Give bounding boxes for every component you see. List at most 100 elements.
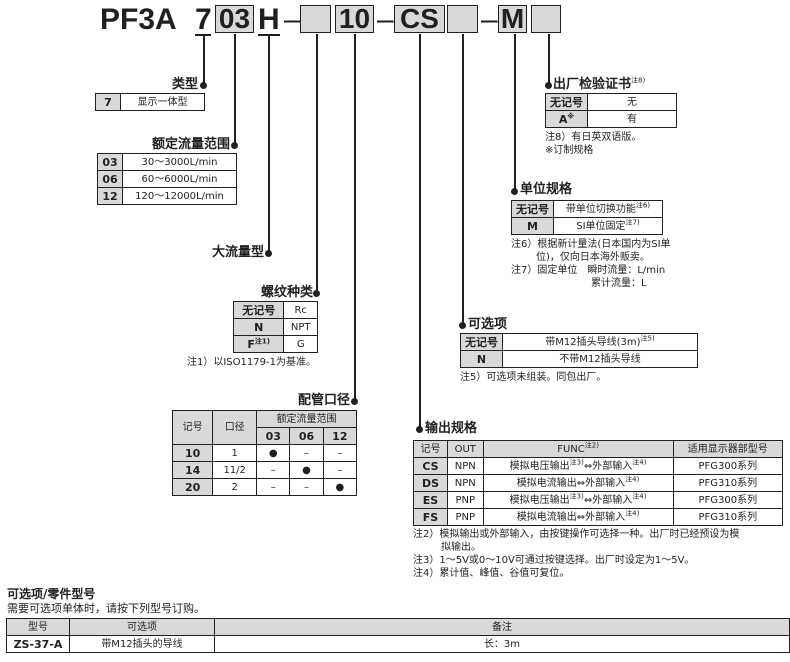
cell: ⇔外部输入 <box>583 494 633 506</box>
cell: – <box>322 444 358 462</box>
cell: ZS-37-A <box>6 635 70 653</box>
header: 06 <box>289 427 324 445</box>
cert-note: ※订制规格 <box>545 145 594 156</box>
code-option-box <box>447 5 478 33</box>
cell: N <box>232 318 285 336</box>
cell: ⇔外部输入 <box>576 511 626 523</box>
header: 备注 <box>214 618 790 636</box>
header: OUT <box>446 440 484 458</box>
note-ref: 注4) <box>632 458 647 467</box>
cell: G <box>283 335 318 353</box>
header: FUNC <box>557 443 585 455</box>
note-ref: 注1) <box>254 336 270 345</box>
cell: 带单位切换功能 <box>565 203 636 215</box>
dash: – <box>284 3 301 36</box>
cell: NPT <box>283 318 318 336</box>
cert-title: 出厂检验证书 <box>553 77 632 92</box>
header: 适用显示器部型号 <box>672 440 784 458</box>
cell: 120～12000L/min <box>122 187 237 205</box>
leader-dot <box>231 142 238 149</box>
leader-line <box>548 34 550 86</box>
leader-dot <box>200 82 207 89</box>
cell: ● <box>256 444 291 462</box>
cell: 无记号 <box>232 301 285 319</box>
cell: 无记号 <box>545 93 588 111</box>
code-thread-box <box>300 5 331 33</box>
leader-dot <box>416 426 423 433</box>
cell: M <box>511 217 554 235</box>
note-ref: ※ <box>567 111 575 120</box>
cell: 模拟电流输出 <box>516 477 577 489</box>
header: 记号 <box>413 440 448 458</box>
cell: – <box>289 478 324 496</box>
note-ref: 注3) <box>569 458 584 467</box>
leader-line <box>234 34 236 146</box>
model-prefix: PF3A <box>100 3 177 36</box>
cell: 11/2 <box>212 461 258 479</box>
header: 型号 <box>6 618 70 636</box>
cell: DS <box>413 474 448 492</box>
cell: 无记号 <box>460 333 503 351</box>
leader-line <box>268 36 270 254</box>
header: 12 <box>322 427 358 445</box>
parts-group: 可选项/零件型号 需要可选项单体时，请按下列型号订购。 型号可选项备注 ZS-3… <box>6 586 790 653</box>
leader-line <box>316 34 318 294</box>
thread-note: 注1）以ISO1179-1为基准。 <box>187 357 316 368</box>
unit-note: 注7）固定单位 瞬时流量：L/min <box>511 265 666 276</box>
cell: 20 <box>171 478 214 496</box>
cell: ES <box>413 491 448 509</box>
leader-line <box>203 36 205 86</box>
unit-note: 注6）根据新计量法(日本国内为SI单 <box>511 239 671 250</box>
code-unit: M <box>498 5 527 33</box>
cell: N <box>460 350 503 368</box>
leader-dot <box>313 290 320 297</box>
leader-dot <box>265 250 272 257</box>
cell: PFG300系列 <box>672 457 784 475</box>
cell: 1 <box>212 444 258 462</box>
cell: 14 <box>171 461 214 479</box>
cell: – <box>322 461 358 479</box>
cell: A <box>558 112 568 126</box>
note-ref: 注5) <box>640 334 655 343</box>
leader-line <box>354 34 356 402</box>
note-ref: 注4) <box>625 509 640 518</box>
cell: 长：3m <box>214 635 790 653</box>
output-note: 注2）模拟输出或外部输入，由按键操作可选择一种。出厂时已经预设为模 <box>413 529 740 540</box>
note-ref: 注8) <box>631 76 646 85</box>
unit-title: 单位规格 <box>520 182 573 197</box>
cell: ● <box>322 478 358 496</box>
note-ref: 注4) <box>632 492 647 501</box>
cell: 模拟电压输出 <box>509 494 570 506</box>
unit-note: 累计流量：L <box>591 278 647 289</box>
header: 03 <box>256 427 291 445</box>
cell: ⇔外部输入 <box>576 477 626 489</box>
cell: 无 <box>587 93 677 111</box>
cert-table: 无记号无 A※有 <box>545 93 677 128</box>
code-output: CS <box>394 5 445 33</box>
flow-range-title: 额定流量范围 <box>151 137 230 152</box>
cell: PFG310系列 <box>672 508 784 526</box>
cell: – <box>256 461 291 479</box>
note-ref: 注4) <box>625 475 640 484</box>
cell: ⇔外部输入 <box>583 460 633 472</box>
cell: 显示一体型 <box>120 93 205 111</box>
leader-dot <box>511 188 518 195</box>
cell: Rc <box>283 301 318 319</box>
cell: PNP <box>446 508 484 526</box>
cell: PNP <box>446 491 484 509</box>
header: 可选项 <box>69 618 215 636</box>
code-port: 10 <box>335 5 374 33</box>
cell: F <box>247 337 255 351</box>
cell: NPN <box>446 474 484 492</box>
cert-group: 无记号无 A※有 注8）有日英双语版。 ※订制规格 <box>545 93 677 157</box>
